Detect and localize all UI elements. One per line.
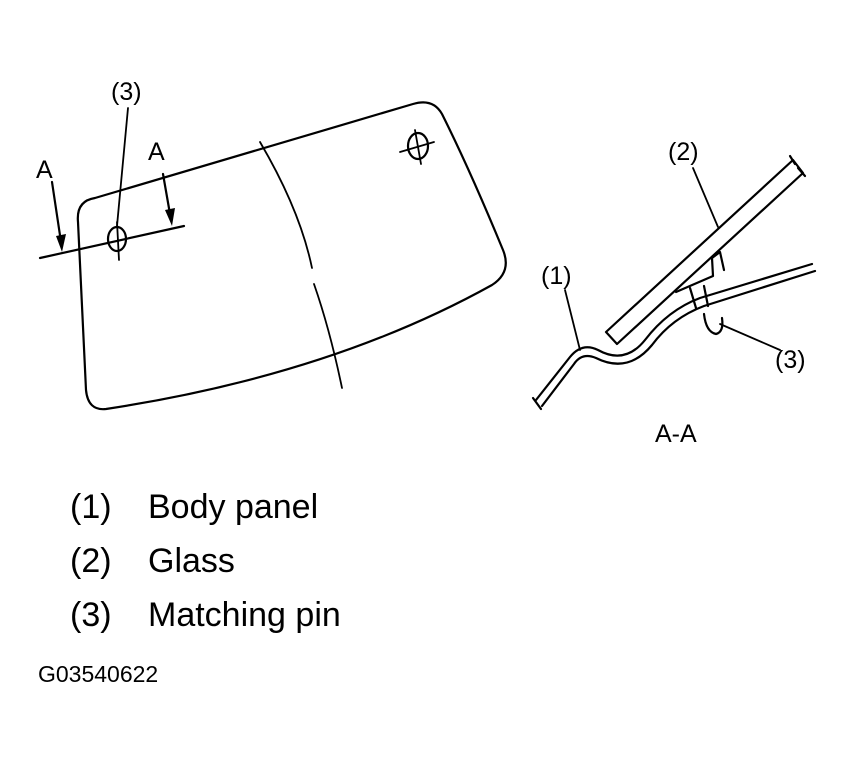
figure-id: G03540622	[38, 661, 159, 687]
section-pin-body	[688, 284, 710, 310]
legend-number: (2)	[70, 542, 112, 580]
matching-pin-left-cross	[116, 221, 120, 261]
section-line	[38, 224, 186, 260]
legend-number: (3)	[70, 596, 112, 634]
matching-pin-right-cross-v	[414, 129, 422, 165]
callout-line-body-panel	[564, 289, 581, 351]
callout-line-glass	[692, 167, 719, 228]
section-glass-end	[788, 154, 807, 178]
section-arrow-left	[50, 180, 63, 244]
matching-pin-right-cross-h	[399, 141, 435, 153]
label-glass: (2)	[668, 138, 699, 166]
label-body-panel: (1)	[541, 262, 572, 290]
section-body-panel	[534, 262, 817, 408]
label-section-mark-left: A	[36, 156, 53, 184]
legend-text: Body panel	[148, 488, 319, 526]
legend-number: (1)	[70, 488, 112, 526]
section-arrow-left-head	[56, 234, 66, 252]
center-break-line	[259, 141, 343, 389]
section-arrow-right-head	[165, 208, 175, 226]
section-body-panel-end	[531, 396, 543, 411]
callout-line-pin-section	[719, 323, 781, 351]
label-section-title: A-A	[655, 420, 697, 448]
legend-text: Glass	[148, 542, 235, 580]
section-arrow-right	[161, 172, 172, 216]
legend-text: Matching pin	[148, 596, 341, 634]
section-pin-mount	[674, 250, 726, 294]
callout-line-pin	[116, 107, 129, 227]
label-matching-pin-main: (3)	[111, 78, 142, 106]
windshield-outline	[76, 101, 507, 411]
label-section-mark-right: A	[148, 138, 165, 166]
matching-pin-right	[406, 131, 430, 161]
label-matching-pin-section: (3)	[775, 346, 806, 374]
